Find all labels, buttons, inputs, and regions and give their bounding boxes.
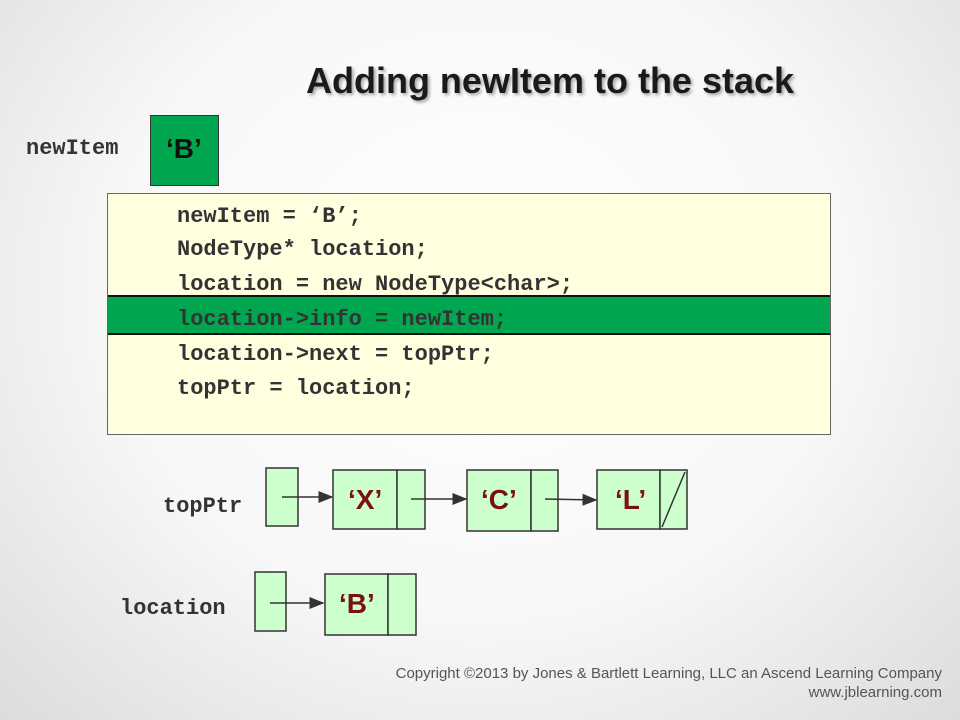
code-panel: newItem = ‘B’; NodeType* location; locat…: [107, 193, 831, 435]
newitem-label: newItem: [26, 136, 119, 161]
node-l-info: [596, 469, 661, 530]
node-x-info: [332, 469, 398, 530]
publisher-url: www.jblearning.com: [808, 684, 942, 701]
copyright-line: Copyright ©2013 by Jones & Bartlett Lear…: [395, 665, 942, 682]
location-box: [254, 571, 287, 632]
copyright-notice: Copyright ©2013 by Jones & Bartlett Lear…: [396, 664, 942, 702]
node-c-arrow: [544, 493, 598, 506]
node-c-value: ‘C’: [481, 484, 517, 515]
node-c-info: [466, 469, 532, 532]
code-line-2: NodeType* location;: [177, 237, 428, 262]
newitem-value: ‘B’: [166, 133, 202, 164]
code-line-3: location = new NodeType<char>;: [177, 272, 574, 297]
node-b-value: ‘B’: [339, 588, 375, 619]
code-line-4: location->info = newItem;: [177, 307, 508, 332]
node-x-value: ‘X’: [348, 484, 383, 515]
node-c-next: [530, 469, 559, 532]
slide-title: Adding newItem to the stack: [305, 60, 795, 101]
code-line-6: topPtr = location;: [177, 376, 415, 401]
newitem-box: [150, 115, 219, 186]
code-line-1: newItem = ‘B’;: [177, 204, 362, 229]
highlighted-code-line: [108, 295, 830, 335]
node-b-next: [387, 573, 417, 636]
node-l-value: ‘L’: [615, 484, 647, 515]
location-label: location: [120, 596, 226, 621]
code-line-5: location->next = topPtr;: [177, 342, 494, 367]
node-l-null-slash: [661, 471, 686, 528]
topptr-label: topPtr: [163, 494, 243, 519]
